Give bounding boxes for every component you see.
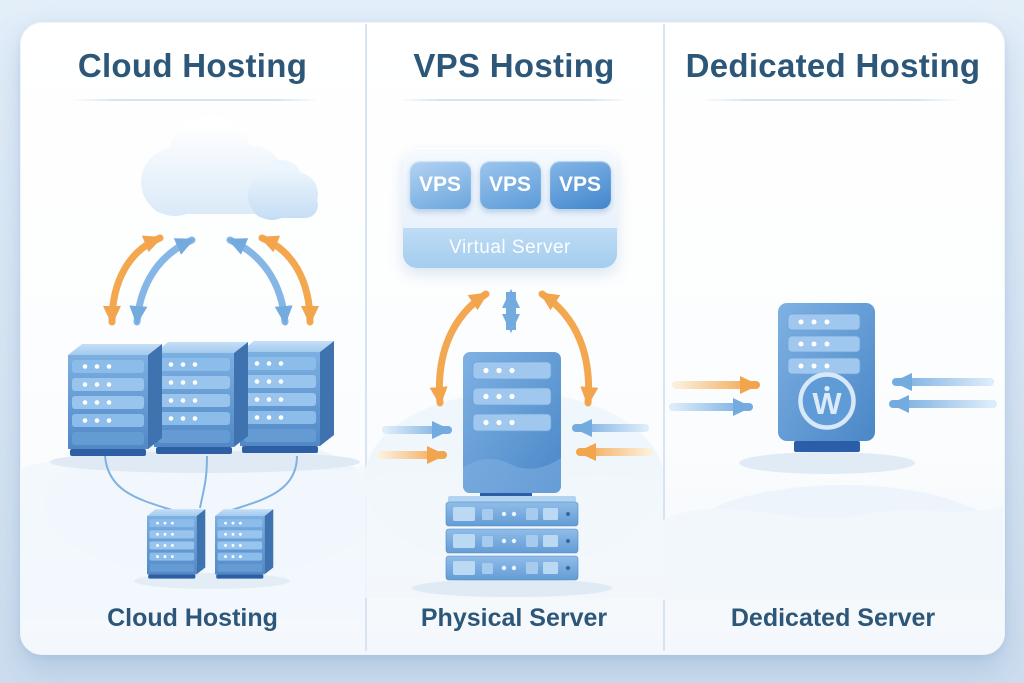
- wordpress-w: W: [812, 386, 842, 421]
- server-shadow: [739, 452, 915, 474]
- curved-arrows: [429, 290, 599, 407]
- mini-server-icon: [215, 509, 274, 579]
- title-underline: [700, 99, 962, 101]
- vps-chip: VPS: [409, 161, 471, 209]
- server-tower-icon: [240, 341, 334, 453]
- vps-hosting-illustration: [365, 289, 663, 598]
- cloud-icon: [141, 116, 318, 220]
- traffic-arrows: [377, 419, 653, 464]
- dedicated-hosting-illustration: W: [663, 303, 1003, 600]
- traffic-arrows: [669, 373, 997, 416]
- background-wave: [663, 505, 1003, 600]
- title-underline: [398, 99, 630, 101]
- rack-shadow: [412, 579, 612, 597]
- panel-divider-2: [663, 24, 665, 651]
- dedicated-panel-title: Dedicated Hosting: [685, 47, 981, 84]
- wordpress-logo: W: [798, 372, 856, 430]
- virtual-server-box: VPS VPS VPS Virtual Server: [403, 148, 617, 268]
- server-tower-icon: [68, 344, 162, 456]
- cloud-hosting-illustration: [20, 116, 365, 620]
- dedicated-panel-caption: Dedicated Server: [730, 604, 936, 632]
- vps-chip-row: VPS VPS VPS: [403, 161, 617, 209]
- server-shadow: [50, 451, 360, 473]
- mini-server-icon: [147, 509, 206, 579]
- cloud-panel-caption: Cloud Hosting: [107, 604, 278, 632]
- server-tower-icon: [154, 342, 248, 454]
- virtual-server-strip: Virtual Server: [403, 228, 617, 268]
- bidirectional-curved-arrows: [103, 234, 319, 326]
- title-underline: [70, 99, 320, 101]
- network-connector-lines: [104, 455, 298, 511]
- panel-divider-1: [365, 24, 367, 651]
- rack-server-icon: [445, 496, 579, 581]
- vps-panel-caption: Physical Server: [420, 604, 608, 632]
- vps-chip: VPS: [479, 161, 541, 209]
- vps-chip: VPS: [549, 161, 611, 209]
- vps-panel-title: VPS Hosting: [413, 47, 615, 84]
- dedicated-server-icon: W: [778, 303, 875, 452]
- tower-server-icon: [463, 352, 561, 493]
- cloud-panel-title: Cloud Hosting: [77, 47, 308, 84]
